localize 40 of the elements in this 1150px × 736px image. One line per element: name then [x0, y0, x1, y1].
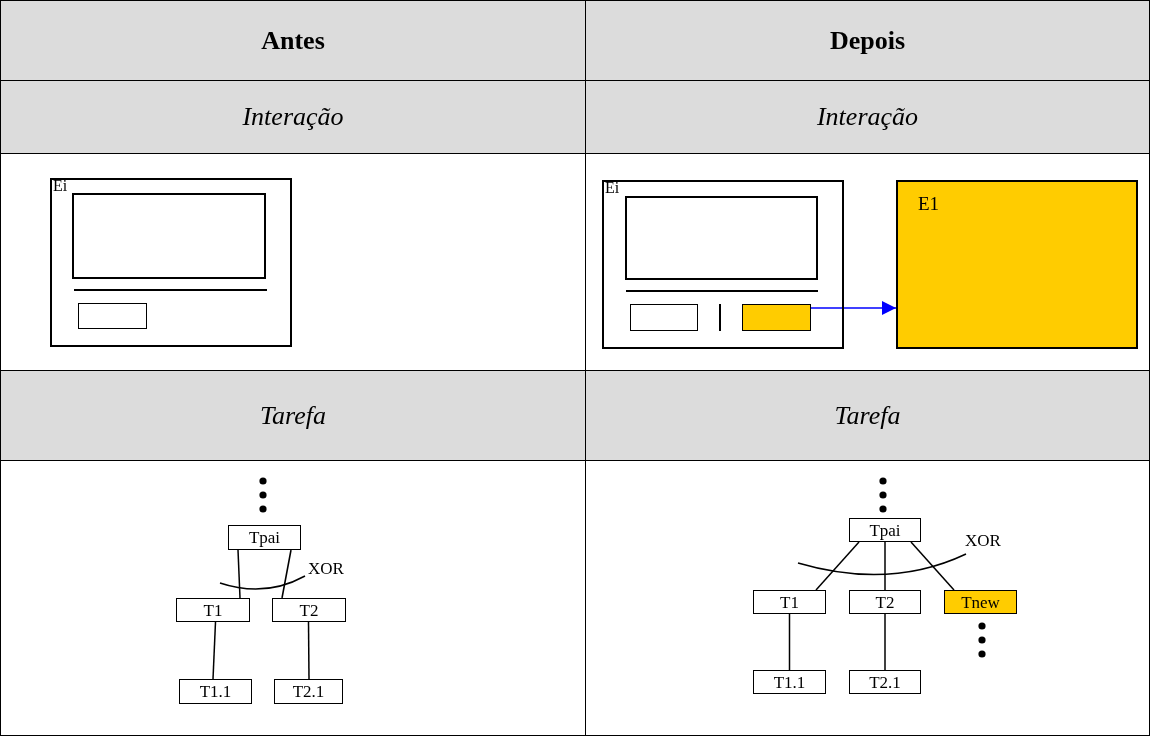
- section-header: Interação: [0, 80, 586, 154]
- task-box: T1: [176, 598, 250, 622]
- task-box: T2: [272, 598, 346, 622]
- section-header: Interação: [585, 80, 1150, 154]
- connector-line: [815, 541, 860, 591]
- window-title: Ei: [605, 180, 620, 196]
- task-box: T1: [753, 590, 826, 614]
- window-frame: [602, 180, 844, 349]
- task-box: T2: [849, 590, 921, 614]
- connector-line: [281, 549, 292, 599]
- connector-line: [884, 541, 886, 591]
- connector-line: [884, 613, 886, 671]
- section-header: Tarefa: [585, 370, 1150, 461]
- display-area: [625, 196, 818, 280]
- button-shape: [78, 303, 147, 329]
- window-title: Ei: [53, 178, 68, 194]
- connector-line: [788, 613, 791, 671]
- task-box: Tnew: [944, 590, 1017, 614]
- task-box: T2.1: [849, 670, 921, 694]
- connector-line: [910, 541, 955, 591]
- operator-label: XOR: [308, 560, 344, 577]
- arrow: [810, 301, 897, 315]
- button-shape: [742, 304, 811, 331]
- screen-title: E1: [918, 194, 940, 213]
- window-frame: [50, 178, 292, 347]
- task-box: Tpai: [228, 525, 301, 550]
- operator-label: XOR: [965, 532, 1001, 549]
- task-box: T1.1: [753, 670, 826, 694]
- task-box: Tpai: [849, 518, 921, 542]
- section-header: Tarefa: [0, 370, 586, 461]
- screen-box: [896, 180, 1138, 349]
- connector-line: [237, 549, 241, 599]
- column-header: Depois: [585, 0, 1150, 81]
- button-shape: [630, 304, 698, 331]
- task-box: T1.1: [179, 679, 252, 704]
- task-box: T2.1: [274, 679, 343, 704]
- display-area: [72, 193, 266, 279]
- column-header: Antes: [0, 0, 586, 81]
- connector-line: [307, 621, 310, 680]
- connector-line: [212, 621, 217, 680]
